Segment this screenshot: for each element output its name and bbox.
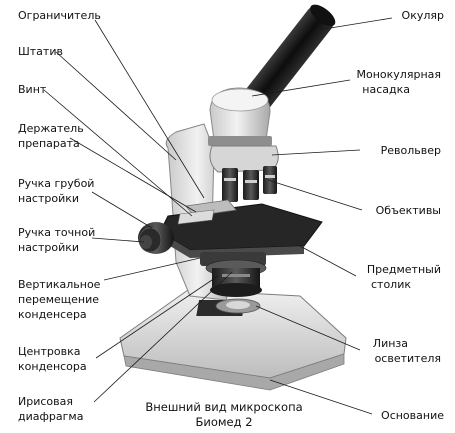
label-stage-line1: Предметный <box>367 263 441 276</box>
lens-shape <box>215 298 261 314</box>
label-mono-head-line1: Монокулярная <box>357 68 441 81</box>
leader-holder <box>69 137 197 213</box>
label-lens-line2: осветителя <box>375 352 441 365</box>
caption-line1: Внешний вид микроскопа <box>145 400 302 414</box>
label-centering-line2: конденсора <box>18 360 87 373</box>
label-vertical-line3: конденсера <box>18 308 87 321</box>
label-screw: Винт <box>18 83 47 96</box>
label-holder-line1: Держатель <box>18 122 84 135</box>
microscope-illustration <box>119 4 347 391</box>
label-lens-line1: Линза <box>373 337 408 350</box>
stage-shape <box>159 199 323 258</box>
leader-base <box>269 379 373 415</box>
label-iris-line2: диафрагма <box>18 410 83 423</box>
label-coarse-line2: настройки <box>18 192 79 205</box>
leader-revolver <box>271 149 361 156</box>
caption: Внешний вид микроскопа Биомед 2 <box>145 400 302 429</box>
leader-fine <box>91 237 145 243</box>
label-eyepiece: Окуляр <box>402 9 444 22</box>
leader-mono-head <box>251 79 351 97</box>
label-iris-line1: Ирисовая <box>18 395 73 408</box>
label-limiter: Ограничитель <box>18 9 101 22</box>
label-objectives: Объективы <box>376 204 441 217</box>
label-stage-line2: столик <box>371 278 411 291</box>
leader-stand <box>55 51 177 161</box>
label-vertical-line2: перемещение <box>18 293 99 306</box>
labels-right: Окуляр Монокулярная насадка Револьвер Об… <box>357 9 445 422</box>
leader-centering <box>95 275 219 359</box>
label-vertical-line1: Вертикальное <box>18 278 101 291</box>
labels-left: Ограничитель Штатив Винт Держатель препа… <box>18 9 101 423</box>
caption-line2: Биомед 2 <box>195 415 252 429</box>
label-fine-line1: Ручка точной <box>18 226 95 239</box>
label-revolver: Револьвер <box>381 144 441 157</box>
focus-knobs-shape <box>138 222 174 254</box>
label-mono-head-line2: насадка <box>362 83 410 96</box>
leader-lens <box>255 305 361 351</box>
label-centering-line1: Центровка <box>18 345 81 358</box>
label-base: Основание <box>381 409 444 422</box>
leader-lines <box>43 17 393 415</box>
mono-head-shape <box>208 87 272 146</box>
leader-iris <box>93 271 233 403</box>
objectives-shape <box>222 166 277 202</box>
leader-eyepiece <box>317 17 393 31</box>
condenser-shape <box>200 252 267 297</box>
leader-objectives <box>267 179 363 211</box>
leader-limiter <box>94 19 205 199</box>
leader-vertical <box>103 257 201 281</box>
label-stand: Штатив <box>18 45 63 58</box>
leader-stage <box>299 245 357 277</box>
label-coarse-line1: Ручка грубой <box>18 177 94 190</box>
label-fine-line2: настройки <box>18 241 79 254</box>
leader-coarse <box>91 191 153 229</box>
label-holder-line2: препарата <box>18 137 80 150</box>
